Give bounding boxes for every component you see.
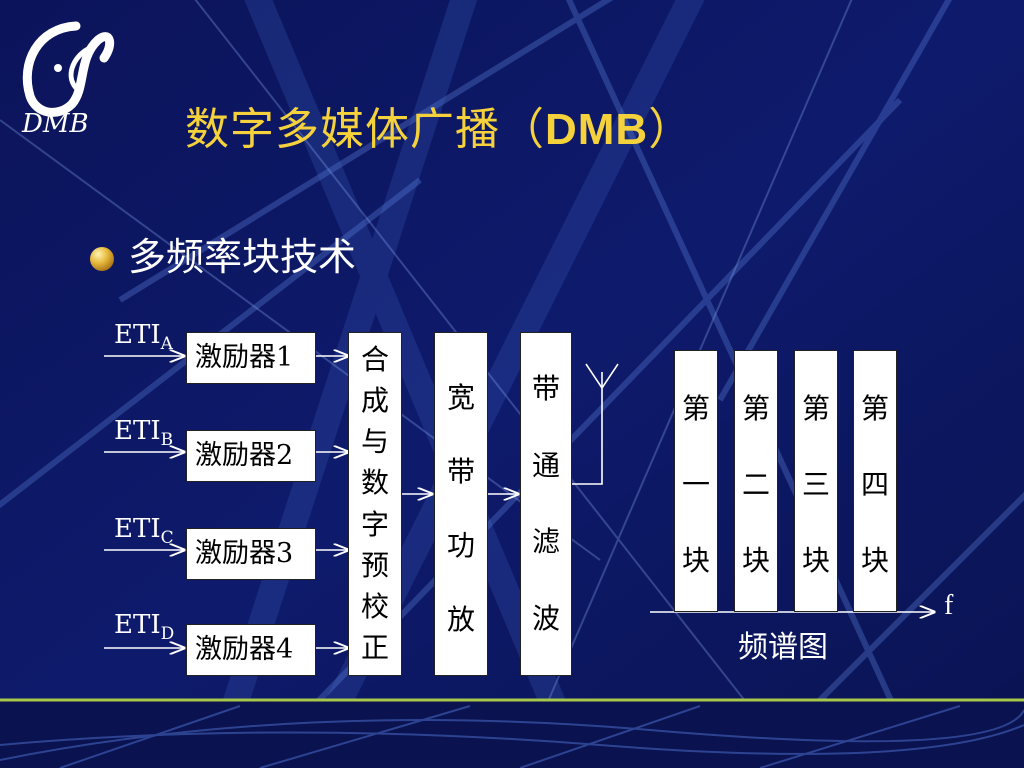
antenna-icon: [585, 363, 619, 390]
combiner-predistortion-box: 合 成 与 数 字 预 校 正: [348, 332, 402, 676]
bullet-text: 多频率块技术: [128, 235, 357, 279]
spectrum-block-3: 第 三 块: [794, 350, 838, 612]
slide-title: 数字多媒体广播（DMB）: [185, 100, 693, 160]
dmb-logo: DMB: [21, 21, 115, 138]
bandpass-filter-box: 带 通 滤 波: [520, 332, 572, 676]
filter-to-antenna-line: [572, 372, 603, 485]
spectrum-caption: 频谱图: [738, 630, 828, 665]
title-acronym: DMB: [545, 105, 649, 154]
eti-c-label: ETIC: [114, 514, 174, 548]
eti-a-label: ETIA: [114, 320, 173, 354]
logo-text: DMB: [21, 109, 89, 138]
exciter-4-box: 激励器4: [186, 624, 316, 676]
spectrum-block-2: 第 二 块: [734, 350, 778, 612]
bullet-icon: [90, 247, 114, 271]
exciter-3-box: 激励器3: [186, 528, 316, 580]
eti-d-label: ETID: [114, 610, 175, 644]
wideband-amplifier-box: 宽 带 功 放: [434, 332, 488, 676]
spectrum-block-4: 第 四 块: [853, 350, 897, 612]
eti-b-label: ETIB: [114, 416, 174, 450]
exciter-2-box: 激励器2: [186, 430, 316, 482]
spectrum-block-1: 第 一 块: [674, 350, 718, 612]
frequency-axis-label: f: [944, 590, 954, 621]
title-close-paren: ）: [648, 104, 694, 155]
exciter-1-box: 激励器1: [186, 332, 316, 384]
title-chinese: 数字多媒体广播（: [185, 104, 545, 155]
